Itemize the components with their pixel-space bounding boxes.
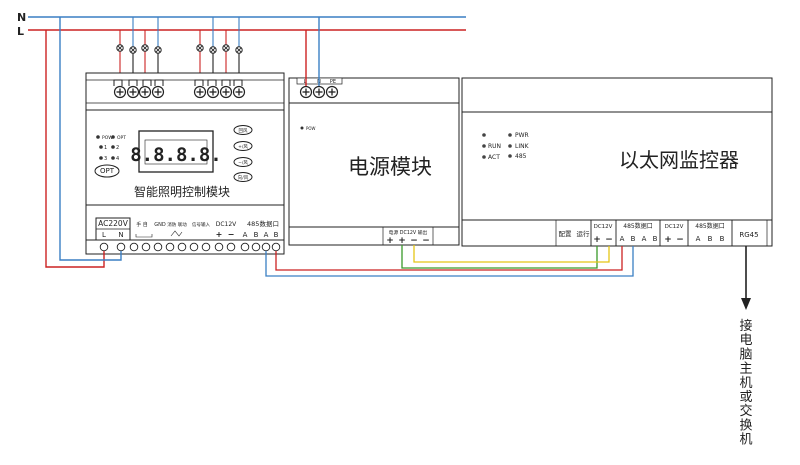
led-opt-label: OPT: [117, 135, 126, 141]
led-link-label: LINK: [515, 143, 530, 150]
power-out-minus-1: −: [410, 236, 418, 246]
note-char: 电: [739, 333, 752, 348]
power-input-wires: [305, 17, 320, 86]
note-char: 机: [739, 433, 752, 448]
svg-text:485数据口: 485数据口: [623, 222, 652, 230]
svg-text:消防 联动: 消防 联动: [167, 221, 187, 228]
bottom-screw-terminals: [99, 242, 281, 252]
svg-text:A: A: [243, 231, 248, 239]
bus-l-label: L: [17, 25, 24, 38]
network-connection-note: 接电脑主机或交换机: [739, 318, 752, 448]
svg-text:A: A: [264, 231, 269, 239]
side-button-2-label[interactable]: +/风: [238, 144, 248, 150]
svg-text:A: A: [642, 235, 647, 243]
note-char: 交: [739, 403, 752, 419]
bus-n-label: N: [17, 11, 26, 24]
svg-text:B: B: [653, 235, 658, 243]
lamp-icons: [116, 44, 243, 54]
ethernet-module-title: 以太网监控器: [619, 148, 739, 172]
ac-input-wires: [45, 17, 122, 268]
svg-text:B: B: [254, 231, 259, 239]
led-act-label: ACT: [488, 154, 500, 161]
channel-1-label: 1: [104, 145, 107, 151]
svg-text:485数据口: 485数据口: [695, 222, 724, 230]
ethernet-terminal-labels: 配置 运行 DC12V + − 485数据口 A B A B DC12V + −…: [559, 222, 759, 245]
svg-text:DC12V: DC12V: [594, 224, 613, 230]
power-in-pe: PE: [330, 79, 336, 85]
svg-text:GND: GND: [154, 222, 166, 228]
network-cable-arrow: [741, 246, 751, 310]
power-module-title: 电源模块: [348, 155, 432, 179]
svg-text:+: +: [664, 235, 672, 245]
svg-text:DC12V: DC12V: [665, 224, 684, 230]
dc-power-wires: [401, 245, 610, 269]
channel-3-label: 3: [104, 156, 107, 162]
svg-text:运行: 运行: [577, 229, 591, 238]
svg-text:N: N: [118, 231, 123, 239]
led-pwr-label: PWR: [515, 132, 529, 139]
opt-button-shape[interactable]: [94, 164, 120, 178]
ethernet-led-panel: RUN ACT PWR LINK 485: [482, 132, 530, 161]
svg-text:DC12V: DC12V: [216, 221, 237, 228]
side-button-4-label[interactable]: 向/风: [238, 174, 249, 181]
channel-4-label: 4: [116, 156, 119, 162]
svg-text:485数据口: 485数据口: [247, 219, 279, 228]
note-char: 主: [739, 362, 752, 377]
lamp-circuits: [119, 17, 240, 80]
side-button-1-label[interactable]: 回风: [239, 128, 248, 134]
led-485-label: 485: [515, 153, 527, 160]
lighting-terminal-labels: AC220V L N 手 自 GND 消防 联动 信号输入 DC12V + − …: [96, 219, 279, 239]
svg-text:+: +: [216, 230, 223, 239]
ethernet-monitor-module: [461, 77, 773, 247]
power-led-label: POW: [306, 126, 316, 131]
led-pow-label: POW: [102, 135, 113, 141]
svg-text:B: B: [631, 235, 636, 243]
svg-text:AC220V: AC220V: [98, 219, 129, 228]
power-screw-terminals: [299, 85, 339, 99]
rj45-port-label: RG45: [739, 231, 758, 239]
opt-button-label[interactable]: OPT: [100, 167, 115, 175]
side-button-3-label[interactable]: −/风: [238, 160, 248, 166]
svg-text:配置: 配置: [559, 230, 573, 238]
power-in-l: L: [304, 79, 307, 85]
svg-text:B: B: [708, 235, 713, 243]
display-window: [144, 139, 208, 165]
lighting-module-title: 智能照明控制模块: [134, 184, 230, 199]
svg-text:L: L: [102, 231, 106, 239]
svg-text:B: B: [720, 235, 725, 243]
note-char: 机: [739, 376, 752, 391]
power-out-plus-1: +: [386, 236, 394, 246]
note-char: 或: [739, 390, 752, 405]
svg-text:+: +: [593, 235, 601, 245]
channel-2-label: 2: [116, 145, 119, 151]
seven-segment-display: 8.8.8.8.: [130, 144, 222, 166]
power-led: [300, 126, 304, 130]
side-buttons[interactable]: 回风 +/风 −/风 向/风: [233, 125, 253, 182]
lighting-led-panel: POW OPT 1 2 3 4 OPT: [94, 135, 126, 178]
svg-text:B: B: [274, 231, 279, 239]
svg-text:−: −: [676, 235, 684, 245]
svg-text:−: −: [228, 230, 235, 239]
led-run-label: RUN: [488, 143, 501, 150]
svg-text:A: A: [696, 235, 701, 243]
svg-text:信号输入: 信号输入: [192, 221, 210, 228]
note-char: 换: [739, 418, 752, 433]
svg-text:手 自: 手 自: [136, 221, 148, 228]
power-out-plus-2: +: [398, 236, 406, 246]
note-char: 脑: [739, 347, 752, 362]
relay-contacts: [113, 79, 243, 86]
note-char: 接: [739, 318, 752, 334]
rs485-bus-wires: [265, 246, 634, 277]
power-output-label: 电源 DC12V 输出: [389, 229, 428, 236]
svg-text:−: −: [605, 235, 613, 245]
svg-text:A: A: [620, 235, 625, 243]
power-out-minus-2: −: [422, 236, 430, 246]
